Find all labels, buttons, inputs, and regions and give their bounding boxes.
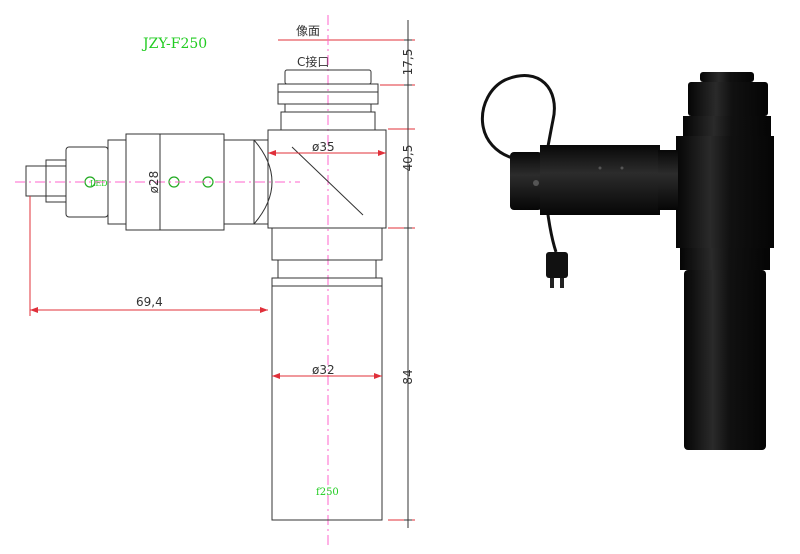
beamsplitter-diagonal <box>291 146 364 216</box>
model-title: JZY-F250 <box>141 36 207 52</box>
image-plane-label: 像面 <box>296 24 320 38</box>
dim-40-5: 40,5 <box>401 145 415 172</box>
dia-32-label: ø32 <box>312 363 335 377</box>
cube-photo <box>676 136 774 248</box>
dim-17-5: 17,5 <box>401 49 415 76</box>
led-label: LED <box>90 179 108 188</box>
illuminator-photo <box>540 145 660 215</box>
product-photo <box>481 72 774 450</box>
dia-35-label: ø35 <box>312 140 335 154</box>
c-mount-photo <box>688 82 768 116</box>
connector-plug <box>546 252 568 278</box>
dim-84: 84 <box>401 369 415 384</box>
c-mount-label: C接口 <box>297 54 329 69</box>
lens-tube-photo <box>684 270 766 450</box>
focal-length-label: f250 <box>316 487 339 498</box>
dia-28-label: ø28 <box>147 171 161 194</box>
dim-69-4-label: 69,4 <box>136 295 163 309</box>
technical-drawing: JZY-F250 像面 C接口 17,5 40,5 84 <box>15 15 415 545</box>
lens-tube <box>271 285 383 521</box>
